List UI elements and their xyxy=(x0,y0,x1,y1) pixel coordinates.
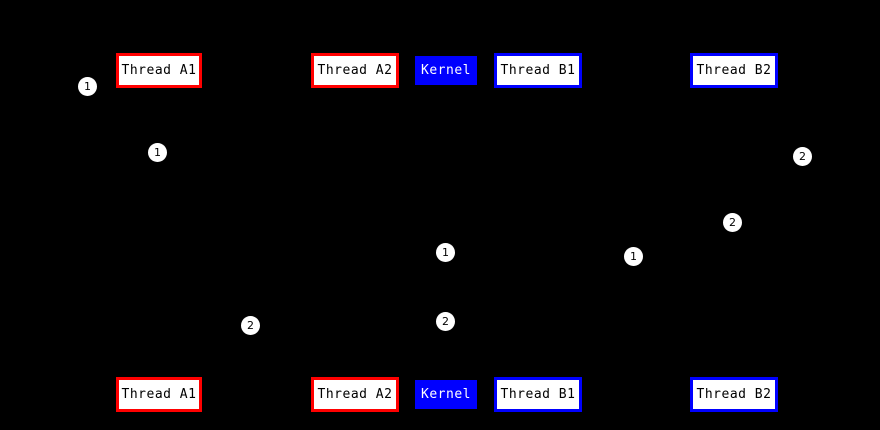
arrowhead-stub-a2-top xyxy=(351,88,359,93)
step-badge: 2 xyxy=(793,147,812,166)
step-badge-label: 1 xyxy=(442,246,449,259)
message-kernel-to-a1 xyxy=(155,317,446,364)
arrowhead-stub-b2-top xyxy=(730,88,738,93)
lifeline-head-thread-b1[interactable]: Thread B1 xyxy=(494,53,582,88)
arrowhead-stub-b1-top xyxy=(534,88,542,93)
lifeline-thread-b1 xyxy=(538,88,539,377)
lifeline-foot-thread-b1[interactable]: Thread B1 xyxy=(494,377,582,412)
step-badge: 2 xyxy=(436,312,455,331)
lifeline-kernel xyxy=(446,85,447,380)
lifeline-head-thread-a2[interactable]: Thread A2 xyxy=(311,53,399,88)
lifeline-head-thread-a2-label: Thread A2 xyxy=(317,63,393,78)
lifeline-thread-a2 xyxy=(355,88,356,377)
lifeline-head-thread-a1-label: Thread A1 xyxy=(121,63,197,78)
step-badge-label: 2 xyxy=(247,319,254,332)
lifeline-head-thread-b1-label: Thread B1 xyxy=(500,63,576,78)
step-badge: 2 xyxy=(723,213,742,232)
arrowhead-stub-a1-top xyxy=(155,88,163,93)
step-badge-label: 2 xyxy=(799,150,806,163)
lifeline-head-thread-b2-label: Thread B2 xyxy=(696,63,772,78)
lifeline-foot-thread-a1[interactable]: Thread A1 xyxy=(116,377,202,412)
step-badge: 1 xyxy=(148,143,167,162)
step-badge: 1 xyxy=(78,77,97,96)
lifeline-foot-thread-a1-label: Thread A1 xyxy=(121,387,197,402)
arrowhead-stub-a2-bottom xyxy=(351,372,359,377)
arrowhead-stub-b2-bottom xyxy=(730,372,738,377)
lifeline-foot-thread-b2[interactable]: Thread B2 xyxy=(690,377,778,412)
lifeline-foot-thread-a2-label: Thread A2 xyxy=(317,387,393,402)
lifeline-foot-thread-b2-label: Thread B2 xyxy=(696,387,772,402)
step-badge: 1 xyxy=(624,247,643,266)
lifeline-foot-thread-b1-label: Thread B1 xyxy=(500,387,576,402)
lifeline-thread-b2 xyxy=(734,88,735,377)
lifeline-head-thread-a1[interactable]: Thread A1 xyxy=(116,53,202,88)
step-badge: 2 xyxy=(241,316,260,335)
step-badge-label: 2 xyxy=(729,216,736,229)
step-badge: 1 xyxy=(436,243,455,262)
lifeline-head-kernel[interactable]: Kernel xyxy=(415,56,477,85)
lifeline-foot-thread-a2[interactable]: Thread A2 xyxy=(311,377,399,412)
message-a2-to-kernel xyxy=(354,196,447,250)
step-badge-label: 1 xyxy=(154,146,161,159)
message-a1-to-a2 xyxy=(158,100,356,197)
lifeline-foot-kernel-label: Kernel xyxy=(421,387,471,402)
arrowhead-stub-a1-bottom xyxy=(155,372,163,377)
step-badge-label: 2 xyxy=(442,315,449,328)
message-kernel-to-b1 xyxy=(445,250,539,264)
message-b2-to-b1 xyxy=(533,99,734,226)
step-badge-label: 1 xyxy=(84,80,91,93)
lifeline-thread-a1 xyxy=(159,88,160,377)
arrowhead-stub-b1-bottom xyxy=(534,372,542,377)
lifeline-head-kernel-label: Kernel xyxy=(421,63,471,78)
message-b1-to-kernel xyxy=(447,227,538,315)
step-badge-label: 1 xyxy=(630,250,637,263)
lifeline-head-thread-b2[interactable]: Thread B2 xyxy=(690,53,778,88)
lifeline-foot-kernel[interactable]: Kernel xyxy=(415,380,477,409)
